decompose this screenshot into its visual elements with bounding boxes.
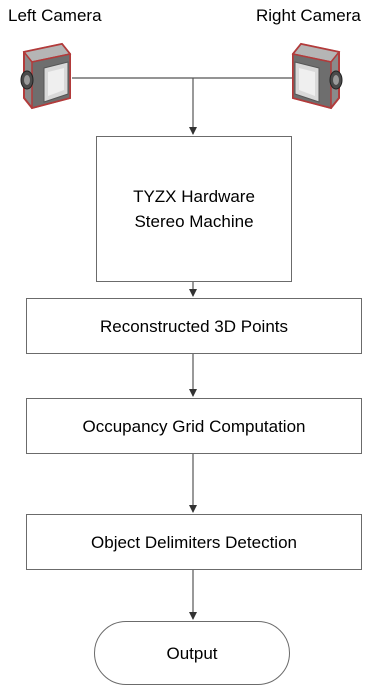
object-delimiters-label: Object Delimiters Detection	[91, 532, 297, 552]
output-terminal: Output	[94, 621, 290, 685]
left-camera-label: Left Camera	[8, 6, 102, 25]
stereo-machine-box: TYZX Hardware Stereo Machine	[96, 136, 292, 282]
stereo-machine-label-line2: Stereo Machine	[134, 212, 254, 231]
right-camera-icon	[291, 42, 343, 110]
occupancy-grid-box: Occupancy Grid Computation	[26, 398, 362, 454]
right-camera-label: Right Camera	[256, 6, 361, 25]
object-delimiters-box: Object Delimiters Detection	[26, 514, 362, 570]
reconstructed-points-box: Reconstructed 3D Points	[26, 298, 362, 354]
occupancy-grid-label: Occupancy Grid Computation	[82, 416, 306, 436]
left-camera-icon	[20, 42, 72, 110]
stereo-machine-label-line1: TYZX Hardware	[133, 187, 255, 206]
reconstructed-points-label: Reconstructed 3D Points	[99, 316, 289, 336]
output-label: Output	[166, 643, 218, 663]
